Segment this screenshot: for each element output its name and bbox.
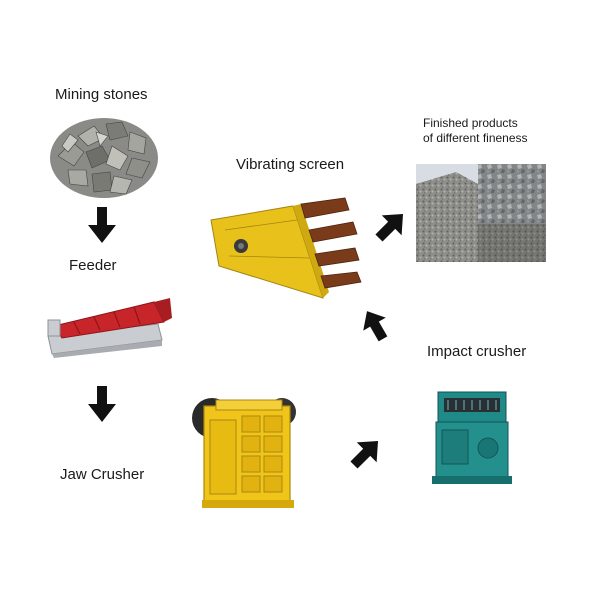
label-impact-crusher: Impact crusher [427,343,527,360]
impact-crusher-image [432,391,512,484]
up-right-arrow-icon [350,440,379,469]
feeder-image [47,298,172,358]
label-finished-line2: of different fineness [423,131,528,145]
label-jaw-crusher: Jaw Crusher [60,466,145,483]
vibrating-screen-image [210,197,362,299]
finished-products-image [416,164,546,262]
down-arrow-icon [88,207,116,243]
label-mining-stones: Mining stones [55,86,148,103]
label-vibrating-screen: Vibrating screen [236,156,345,173]
label-finished-products: Finished products of different fineness [423,116,528,146]
jaw-crusher-image [192,398,296,508]
up-right-arrow-icon [375,213,404,242]
label-feeder: Feeder [69,257,117,274]
mining-stones-image [50,118,158,198]
up-arrow-icon [363,311,388,342]
label-finished-line1: Finished products [423,116,518,130]
down-arrow-icon [88,386,116,422]
